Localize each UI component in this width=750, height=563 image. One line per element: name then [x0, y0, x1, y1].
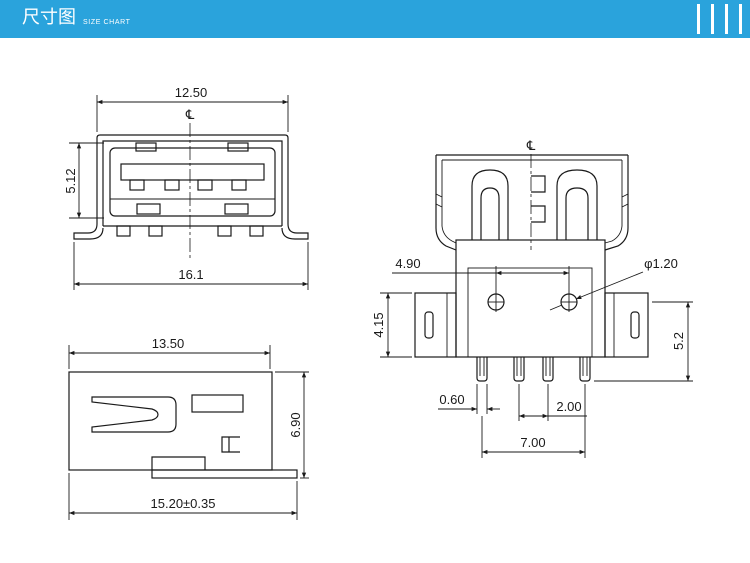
contact-tongue	[120, 163, 265, 181]
shell-left-wall	[435, 155, 457, 251]
connector-inner-body	[467, 267, 593, 358]
dimension-label-width: 12.50	[175, 85, 208, 100]
header-stripe	[739, 4, 742, 34]
left-flange	[414, 292, 457, 358]
dimension-label-pin-width: 0.60	[439, 392, 464, 407]
solder-leg	[217, 225, 232, 237]
dimension-label-flange-height: 4.15	[371, 312, 386, 337]
bottom-latch-tab	[136, 203, 161, 215]
dimension-label-overall-length: 15.20±0.35	[151, 496, 216, 511]
dimension-label-overall-width: 16.1	[178, 267, 203, 282]
left-spring-contact	[471, 169, 509, 240]
centerline-symbol: ℄	[526, 139, 536, 154]
header-stripe	[711, 4, 714, 34]
right-mounting-foot	[281, 223, 309, 240]
latch-foot	[151, 456, 206, 470]
pin	[476, 357, 488, 382]
right-spring-contact-inner	[565, 187, 589, 240]
solder-leg	[116, 225, 131, 237]
page-title: 尺寸图	[22, 7, 76, 28]
left-spring-contact-inner	[480, 187, 500, 240]
pin-inner	[479, 357, 588, 376]
shell-crimp-mark	[435, 193, 629, 208]
pin	[579, 357, 591, 382]
side-slot	[191, 394, 244, 413]
right-flange	[604, 292, 649, 358]
dimension-label-hole-diameter: φ1.20	[644, 256, 678, 271]
bottom-latch-tab	[224, 203, 249, 215]
front-view: ℄ 12.50 5.12 16.1	[63, 85, 309, 290]
top-latch-window	[135, 142, 157, 152]
leader-line-tail	[549, 304, 563, 311]
technical-drawing: ℄ 12.50 5.12 16.1 13.50 6.90	[63, 85, 693, 520]
left-mounting-foot	[73, 223, 104, 240]
port-opening	[109, 147, 276, 217]
spring-latch	[91, 396, 177, 433]
dimension-label-pin-span: 7.00	[520, 435, 545, 450]
dimension-label-height: 6.90	[288, 412, 303, 437]
dimension-label-hole-spacing: 4.90	[395, 256, 420, 271]
center-latch-bump	[531, 175, 546, 193]
left-flange-slot	[424, 311, 434, 339]
housing-inner-wall	[102, 140, 283, 226]
contact-pad	[197, 179, 213, 191]
pin	[513, 357, 525, 382]
shell-right-inner-wall	[604, 160, 623, 244]
housing-outline	[96, 134, 289, 224]
dimension-label-length: 13.50	[152, 336, 185, 351]
side-view: 13.50 6.90 15.20±0.35	[68, 336, 309, 520]
right-spring-contact	[556, 169, 598, 240]
leader-line-hole-diameter	[575, 271, 644, 300]
contact-pad	[231, 179, 247, 191]
page-subtitle: SIZE CHART	[83, 19, 131, 26]
side-body-outline	[68, 371, 273, 471]
center-latch-bump	[531, 205, 546, 223]
header-stripe	[725, 4, 728, 34]
solder-leg	[249, 225, 264, 237]
side-bracket	[221, 436, 240, 453]
mounting-tab	[151, 469, 298, 479]
contact-pad	[129, 179, 145, 191]
centerline-symbol: ℄	[185, 108, 195, 123]
header-stripe	[697, 4, 700, 34]
shell-left-inner-wall	[441, 160, 457, 244]
pin	[542, 357, 554, 382]
top-latch-window	[227, 142, 249, 152]
header-bar: 尺寸图 SIZE CHART	[0, 0, 750, 38]
shell-right-wall	[604, 155, 629, 251]
dimension-label-hole-to-pin: 5.2	[671, 332, 686, 350]
contact-pad	[164, 179, 180, 191]
footprint-view: ℄ 4.90 φ1.20 4.15 5.2	[371, 139, 693, 458]
solder-leg	[148, 225, 163, 237]
dimension-label-pin-pitch: 2.00	[556, 399, 581, 414]
connector-body	[455, 239, 606, 358]
dimension-label-height: 5.12	[63, 168, 78, 193]
right-flange-slot	[630, 311, 640, 339]
